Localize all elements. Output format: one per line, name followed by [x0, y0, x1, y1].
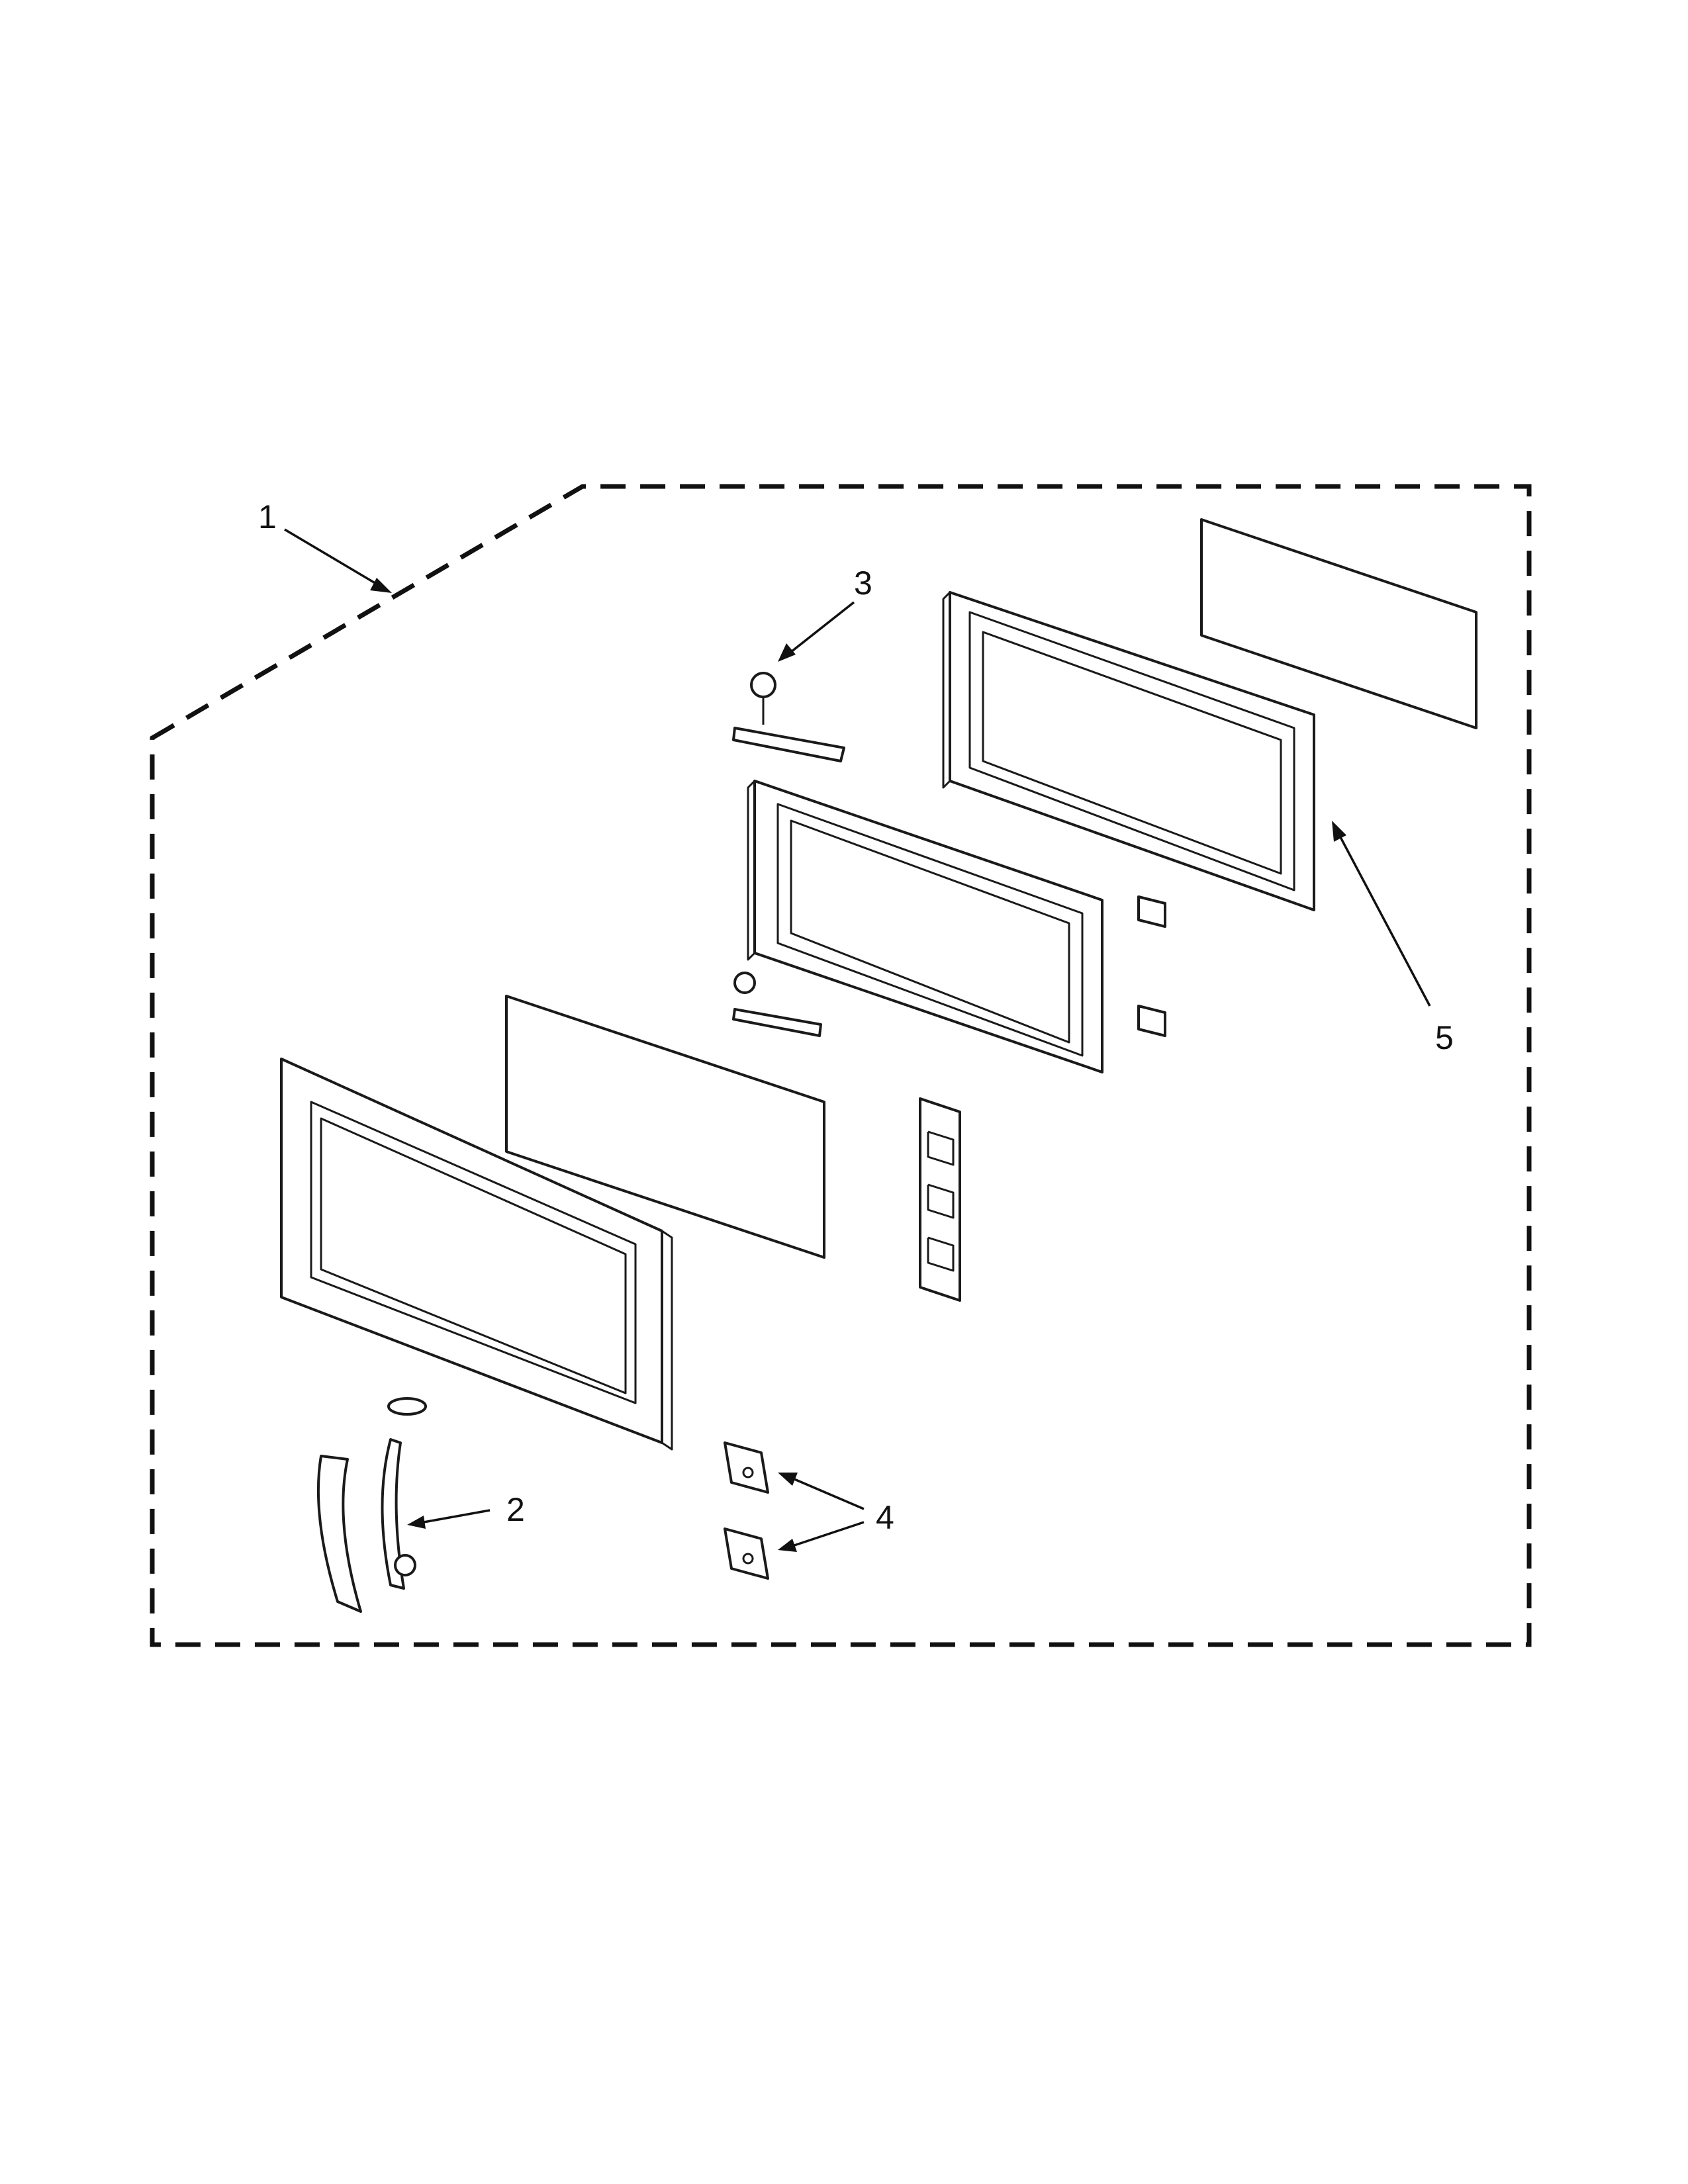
callout-1-leader — [284, 528, 378, 586]
callout-3-leader — [790, 601, 855, 653]
callout-4-label: 4 — [876, 1499, 894, 1536]
door-handle-part — [316, 1438, 416, 1613]
callout-2[interactable]: 2 — [407, 1491, 525, 1529]
latch-hook-lower — [1137, 1005, 1166, 1037]
door-glass-panel — [505, 995, 825, 1259]
inner-glass-panel — [1200, 518, 1477, 729]
callout-5-label: 5 — [1435, 1019, 1454, 1056]
callout-4[interactable]: 4 — [778, 1473, 894, 1552]
outer-door-part — [280, 1058, 673, 1451]
door-hook-upper-part — [724, 1441, 769, 1494]
latch-assembly-part — [919, 1097, 961, 1302]
handle-badge — [387, 1397, 427, 1416]
callout-5-leader — [1339, 837, 1431, 1007]
callout-3-label: 3 — [854, 565, 872, 602]
choke-frame-part — [942, 591, 1315, 911]
callout-5[interactable]: 5 — [1332, 821, 1454, 1056]
inner-door-frame-part — [747, 780, 1103, 1073]
callout-1-label: 1 — [258, 498, 277, 535]
hinge-screw-part — [732, 672, 845, 762]
callout-2-arrowhead — [407, 1516, 426, 1529]
callout-4-arrowhead-upper — [778, 1473, 798, 1486]
door-hook-lower-part — [724, 1527, 769, 1580]
callout-3[interactable]: 3 — [778, 565, 872, 662]
callout-2-leader — [423, 1509, 491, 1524]
callout-4-arrowhead-lower — [778, 1539, 797, 1552]
callout-1-arrowhead — [370, 578, 392, 593]
kit-boundary — [150, 484, 1532, 1647]
lower-hinge-part — [732, 972, 822, 1037]
callout-3-arrowhead — [778, 643, 796, 662]
callout-2-label: 2 — [506, 1491, 525, 1528]
callout-5-arrowhead — [1332, 821, 1346, 842]
callout-1[interactable]: 1 — [258, 498, 392, 593]
callout-4-leader-lower — [794, 1521, 865, 1547]
callout-4-leader-upper — [794, 1478, 865, 1510]
latch-hook-upper — [1137, 895, 1166, 928]
